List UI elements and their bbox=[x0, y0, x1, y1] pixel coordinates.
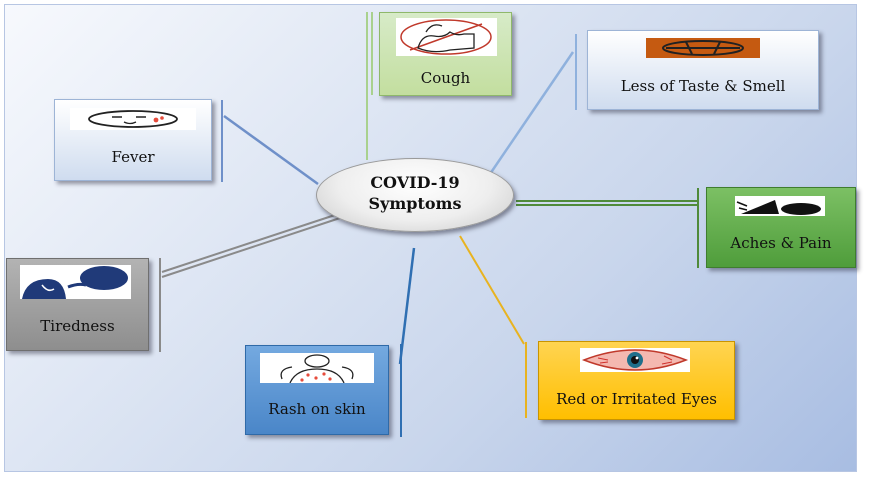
center-title-line1: COVID-19 bbox=[370, 173, 460, 192]
red-eye-icon bbox=[580, 348, 690, 372]
node-fever: Fever bbox=[54, 99, 212, 181]
node-taste-label: Less of Taste & Smell bbox=[620, 77, 786, 95]
fever-face-icon bbox=[70, 108, 196, 130]
node-aches-label: Aches & Pain bbox=[730, 234, 832, 252]
tired-person-icon bbox=[20, 265, 131, 299]
connector-fever bbox=[223, 114, 319, 186]
node-eyes: Red or Irritated Eyes bbox=[538, 341, 735, 420]
center-title-line2: Symptoms bbox=[368, 194, 462, 213]
node-cough-label: Cough bbox=[420, 69, 471, 87]
node-rash: Rash on skin bbox=[245, 345, 389, 435]
node-tiredness: Tiredness bbox=[6, 258, 149, 351]
node-fever-label: Fever bbox=[111, 148, 155, 166]
connector-rash bbox=[398, 247, 416, 365]
taste-smell-icon bbox=[646, 38, 760, 58]
node-tiredness-label: Tiredness bbox=[40, 317, 115, 335]
rash-person-icon bbox=[260, 353, 374, 383]
connector-tiredness bbox=[161, 213, 339, 273]
node-rash-label: Rash on skin bbox=[268, 400, 366, 418]
center-node: COVID-19 Symptoms bbox=[316, 158, 514, 232]
node-eyes-label: Red or Irritated Eyes bbox=[556, 390, 717, 408]
connector-taste bbox=[488, 51, 575, 175]
aches-icon bbox=[735, 196, 825, 216]
connector-eyes bbox=[459, 235, 525, 345]
coughing-person-icon bbox=[396, 18, 497, 56]
node-cough: Cough bbox=[379, 12, 512, 96]
connector-tiredness-2 bbox=[161, 217, 341, 278]
node-taste: Less of Taste & Smell bbox=[587, 30, 819, 110]
node-aches: Aches & Pain bbox=[706, 187, 856, 268]
